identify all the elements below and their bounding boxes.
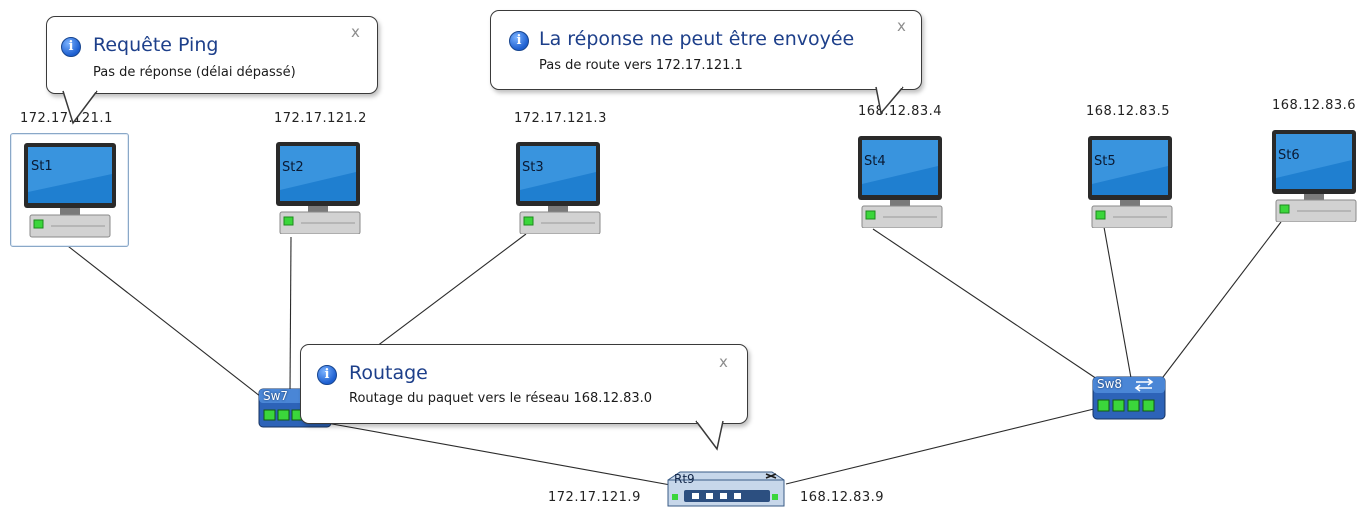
- link-rt9-sw8: [785, 407, 1099, 485]
- station-st2[interactable]: St2: [268, 138, 364, 234]
- ip-label-st1: 172.17.121.1: [20, 111, 113, 126]
- callout-body: Routage du paquet vers le réseau 168.12.…: [349, 391, 653, 406]
- switch-name: Sw8: [1097, 377, 1123, 391]
- callout-body: Pas de route vers 172.17.121.1: [539, 58, 743, 73]
- ip-label-st2: 172.17.121.2: [274, 111, 367, 126]
- callout-ping-request: i Requête Ping Pas de réponse (délai dép…: [46, 16, 378, 125]
- ip-label-st4: 168.12.83.4: [858, 104, 943, 119]
- switch-sw8[interactable]: Sw8: [1092, 376, 1166, 420]
- info-icon: i: [509, 31, 529, 51]
- close-icon[interactable]: x: [719, 353, 728, 371]
- link-st2-sw7: [289, 236, 292, 393]
- router-icon: [667, 471, 785, 507]
- callout-title: La réponse ne peut être envoyée: [539, 28, 855, 50]
- callout-tail: [695, 419, 724, 451]
- computer-icon: [858, 136, 943, 228]
- callout-title: Routage: [349, 362, 428, 384]
- link-st6-sw8: [1159, 221, 1282, 382]
- station-st6[interactable]: St6: [1264, 126, 1360, 222]
- callout-tail: [62, 89, 98, 125]
- computer-icon: [1272, 130, 1357, 222]
- station-st1[interactable]: St1: [10, 133, 129, 247]
- station-name: St5: [1094, 154, 1116, 169]
- ip-label-rt9-left: 172.17.121.9: [548, 490, 641, 505]
- link-st5-sw8: [1103, 226, 1132, 379]
- computer-icon: [276, 142, 361, 234]
- station-name: St1: [31, 159, 53, 174]
- computer-icon: [516, 142, 601, 234]
- info-icon: i: [61, 37, 81, 57]
- ip-label-st3: 172.17.121.3: [514, 111, 607, 126]
- ip-label-st5: 168.12.83.5: [1086, 104, 1171, 119]
- info-icon: i: [317, 365, 337, 385]
- router-rt9[interactable]: Rt9: [664, 470, 788, 510]
- station-name: St4: [864, 154, 886, 169]
- ip-label-st6: 168.12.83.6: [1272, 98, 1357, 113]
- switch-name: Sw7: [263, 389, 289, 403]
- callout-body: Pas de réponse (délai dépassé): [93, 65, 296, 80]
- router-name: Rt9: [674, 472, 695, 486]
- callout-routing: i Routage Routage du paquet vers le rése…: [300, 344, 748, 451]
- station-st5[interactable]: St5: [1080, 132, 1176, 228]
- station-st3[interactable]: St3: [508, 138, 604, 234]
- close-icon[interactable]: x: [897, 17, 906, 35]
- callout-reply-failure: i La réponse ne peut être envoyée Pas de…: [490, 10, 922, 115]
- station-name: St2: [282, 160, 304, 175]
- callout-tail: [875, 85, 904, 115]
- close-icon[interactable]: x: [351, 23, 360, 41]
- station-name: St3: [522, 160, 544, 175]
- switch-icon: [1092, 376, 1166, 420]
- computer-icon: [24, 143, 116, 238]
- link-st4-sw8: [872, 228, 1101, 382]
- link-st1-sw7: [63, 242, 266, 401]
- ip-label-rt9-right: 168.12.83.9: [800, 490, 885, 505]
- station-name: St6: [1278, 148, 1300, 163]
- station-st4[interactable]: St4: [850, 132, 946, 228]
- callout-title: Requête Ping: [93, 34, 219, 56]
- link-sw7-rt9: [309, 419, 677, 487]
- computer-icon: [1088, 136, 1173, 228]
